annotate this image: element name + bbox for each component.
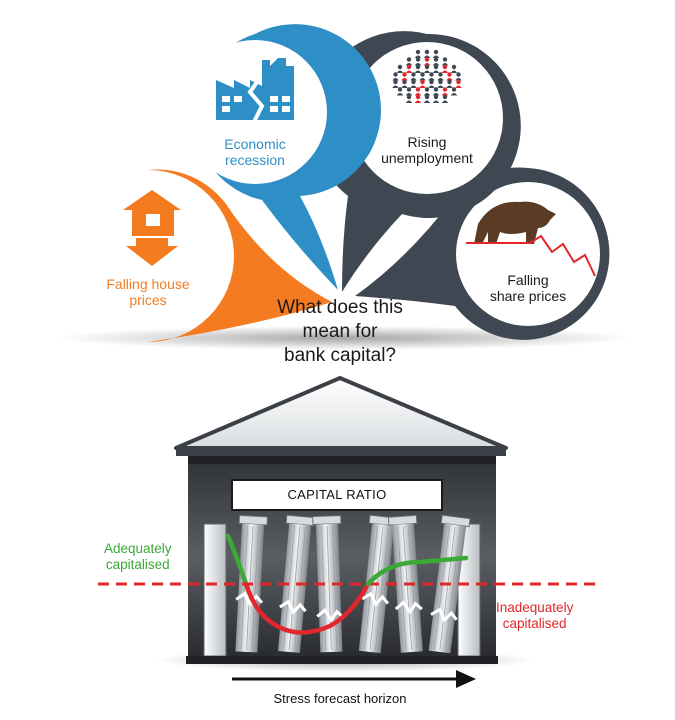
- central-question: What does this mean for bank capital?: [255, 296, 425, 368]
- rising-unemployment-line2: unemployment: [381, 150, 473, 166]
- pin-economic-recession: [183, 24, 381, 290]
- question-line2: mean for: [302, 321, 378, 342]
- economic-recession-label: Economic recession: [205, 136, 305, 168]
- rising-unemployment-line1: Rising: [407, 134, 447, 150]
- economic-recession-line1: Economic: [224, 136, 286, 152]
- adequately-line1: Adequately: [104, 541, 172, 556]
- falling-house-prices-label: Falling house prices: [98, 276, 198, 308]
- capital-ratio-path: [225, 533, 469, 635]
- rising-unemployment-label: Rising unemployment: [372, 134, 482, 166]
- pin-falling-share-prices: [355, 167, 610, 340]
- broken-factory-icon: [216, 58, 294, 123]
- falling-house-prices-line1: Falling house: [106, 276, 190, 292]
- pin-falling-house-prices: [76, 169, 332, 342]
- inadequately-line2: capitalised: [502, 616, 567, 631]
- falling-house-prices-line2: prices: [129, 292, 167, 308]
- bear-market-icon: [466, 201, 596, 277]
- house-down-arrow-icon: [123, 190, 181, 266]
- adequately-capitalised-label: Adequately capitalised: [104, 541, 172, 573]
- question-line3: bank capital?: [284, 345, 396, 366]
- adequately-line2: capitalised: [105, 557, 170, 572]
- inadequately-capitalised-label: Inadequately capitalised: [496, 600, 573, 632]
- stress-horizon-arrow: [232, 670, 476, 688]
- bank-building-icon: [155, 376, 535, 672]
- inadequately-line1: Inadequately: [496, 600, 574, 615]
- question-line1: What does this: [277, 297, 403, 318]
- capital-ratio-title: CAPITAL RATIO: [287, 487, 387, 502]
- falling-share-prices-line1: Falling: [507, 272, 549, 288]
- stress-forecast-horizon-label: Stress forecast horizon: [273, 691, 407, 706]
- economic-recession-line2: recession: [225, 152, 285, 168]
- crowd-icon: [392, 49, 462, 103]
- falling-share-prices-label: Falling share prices: [478, 272, 578, 304]
- falling-share-prices-line2: share prices: [489, 288, 567, 304]
